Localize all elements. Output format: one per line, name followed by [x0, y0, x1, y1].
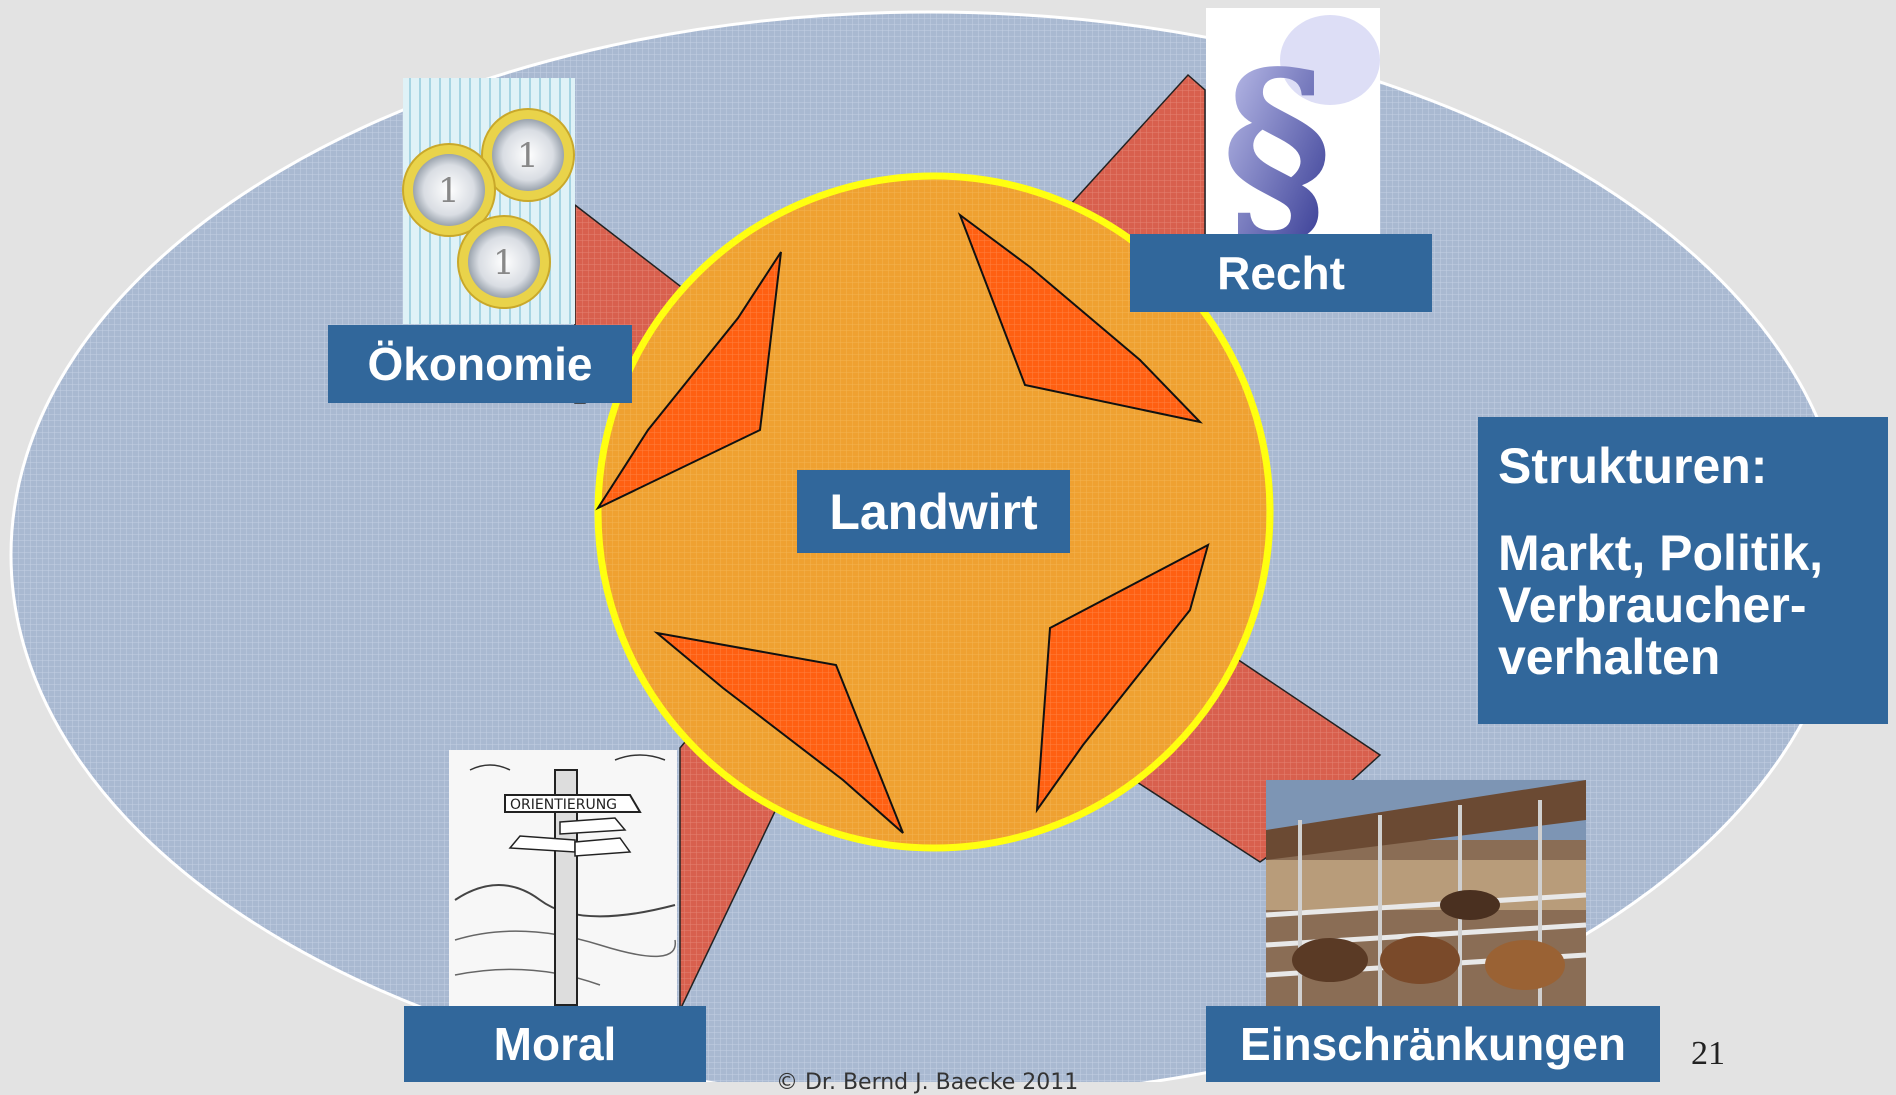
label-oekonomie: Ökonomie: [328, 325, 632, 403]
svg-text:1: 1: [493, 243, 515, 283]
arrow-head-einschraenkungen: [1035, 543, 1210, 814]
orientation-signpost-sketch: ORIENTIERUNG: [449, 750, 677, 1006]
arrow-head-moral: [653, 631, 904, 834]
page-number: 21: [1691, 1035, 1725, 1072]
label-recht: Recht: [1130, 234, 1432, 312]
structures-box: Strukturen: Markt, Politik, Verbraucher-…: [1478, 417, 1888, 724]
cattle-barn-photo: [1265, 780, 1587, 1006]
structures-line: verhalten: [1498, 629, 1721, 685]
euro-coins-icon: 1 1 1: [402, 78, 575, 324]
structures-body: Markt, Politik, Verbraucher- verhalten: [1498, 527, 1888, 683]
svg-text:1: 1: [438, 171, 460, 211]
label-landwirt: Landwirt: [797, 470, 1070, 553]
svg-text:§: §: [1222, 25, 1332, 272]
label-moral: Moral: [404, 1006, 706, 1082]
svg-text:ORIENTIERUNG: ORIENTIERUNG: [510, 797, 617, 813]
arrow-head-oekonomie: [595, 251, 782, 511]
structures-line: Verbraucher-: [1498, 577, 1807, 633]
structures-title: Strukturen:: [1498, 438, 1768, 494]
label-einschraenkungen: Einschränkungen: [1206, 1006, 1660, 1082]
svg-text:1: 1: [517, 136, 539, 176]
arrow-head-recht: [957, 212, 1203, 424]
paragraph-sign-icon: §: [1206, 8, 1380, 272]
footer-copyright: © Dr. Bernd J. Baecke 2011: [776, 1070, 1079, 1095]
structures-line: Markt, Politik,: [1498, 525, 1824, 581]
